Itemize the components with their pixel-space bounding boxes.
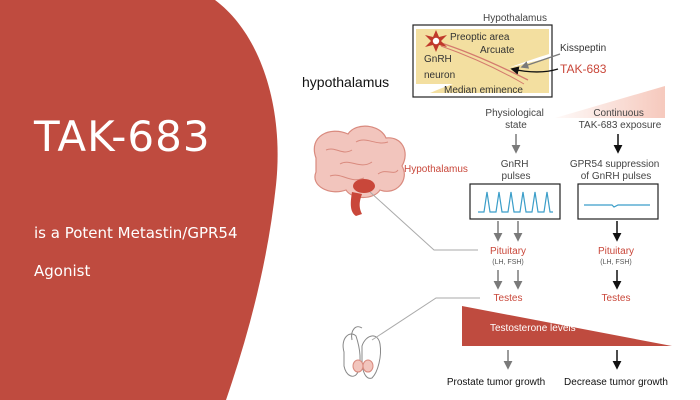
arcuate-label: Arcuate bbox=[480, 45, 515, 56]
subtitle-line-2: Agonist bbox=[34, 262, 91, 280]
continuous-exposure: Continuous TAK-683 exposure bbox=[579, 108, 662, 131]
physiological-state: Physiological state bbox=[485, 108, 546, 131]
testes-label-left: Testes bbox=[494, 293, 523, 304]
median-eminence-label: Median eminence bbox=[444, 85, 523, 96]
tak683-label: TAK-683 bbox=[560, 62, 607, 76]
pituitary-label-right: Pituitary bbox=[598, 246, 634, 257]
gnrh-axon-2 bbox=[440, 45, 525, 85]
outcome-right: Decrease tumor growth bbox=[564, 377, 668, 388]
neuron-icon bbox=[425, 30, 447, 52]
main-title: TAK-683 bbox=[34, 112, 211, 161]
brand-panel bbox=[0, 0, 278, 400]
testes-label-right: Testes bbox=[602, 293, 631, 304]
gnrh-pulses-label: GnRH pulses bbox=[501, 159, 532, 182]
lh-fsh-right: (LH, FSH) bbox=[600, 259, 632, 266]
gnrh-label: GnRH bbox=[424, 54, 452, 65]
hypothalamus-flow-label: Hypothalamus bbox=[404, 164, 468, 175]
hypothalamus-side-label: hypothalamus bbox=[302, 74, 389, 90]
inset-tissue bbox=[416, 29, 549, 84]
gpr54-suppression-label: GPR54 suppression of GnRH pulses bbox=[570, 159, 662, 182]
brain-to-pituitary-line bbox=[369, 191, 478, 251]
gnrh-axon bbox=[437, 41, 529, 81]
exposure-wedge bbox=[555, 86, 665, 118]
anatomy-to-testes-line bbox=[371, 297, 480, 341]
kisspeptin-label: Kisspeptin bbox=[560, 43, 606, 54]
preoptic-label: Preoptic area bbox=[450, 32, 510, 43]
lh-fsh-left: (LH, FSH) bbox=[492, 259, 524, 266]
male-anatomy-icon bbox=[342, 326, 381, 379]
brain-icon bbox=[313, 125, 406, 216]
neuron-label: neuron bbox=[424, 70, 455, 81]
tak683-arrow bbox=[510, 66, 559, 75]
outcome-left: Prostate tumor growth bbox=[447, 377, 545, 388]
pulse-chart-icon bbox=[469, 183, 561, 220]
inset-caption: Hypothalamus bbox=[483, 13, 547, 24]
testosterone-wedge bbox=[462, 306, 672, 346]
flat-chart-icon bbox=[577, 183, 659, 220]
kisspeptin-arrow bbox=[520, 53, 561, 69]
pituitary-label-left: Pituitary bbox=[490, 246, 526, 257]
testosterone-label: Testosterone levels bbox=[490, 323, 576, 334]
subtitle-line-1: is a Potent Metastin/GPR54 bbox=[34, 224, 238, 242]
